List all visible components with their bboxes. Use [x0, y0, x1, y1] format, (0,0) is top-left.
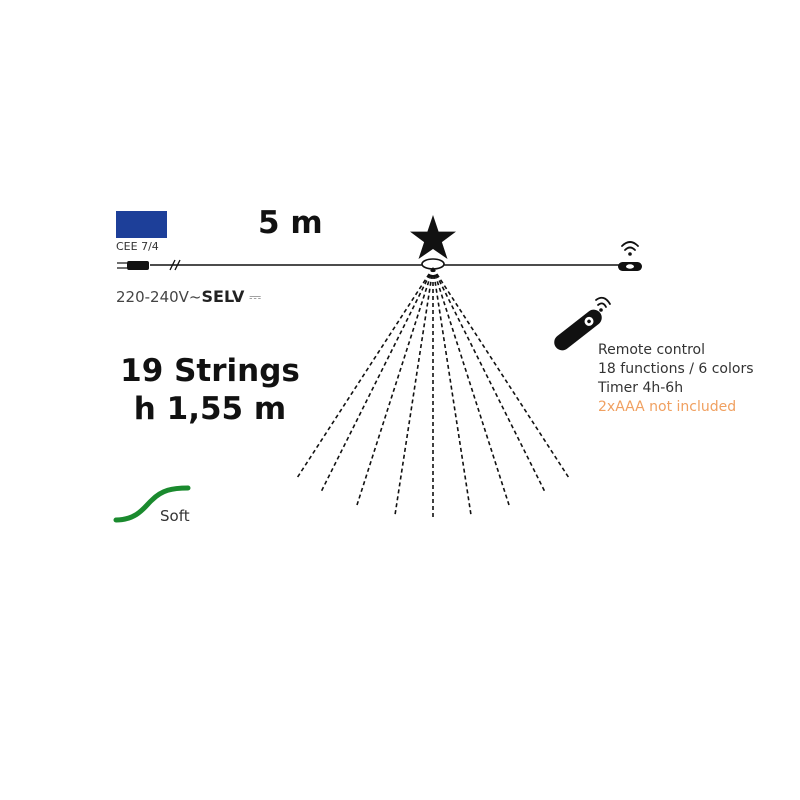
light-string-7 — [432, 267, 510, 506]
light-string-4 — [394, 267, 434, 516]
plug-icon — [117, 261, 149, 270]
remote-timer: Timer 4h-6h — [598, 380, 684, 396]
hub-icon — [421, 258, 445, 270]
voltage-value: 220-240V~ — [116, 288, 202, 306]
light-string-3 — [356, 267, 434, 506]
light-string-9 — [432, 267, 570, 479]
plug-type-label: CEE 7/4 — [116, 240, 159, 253]
remote-functions: 18 functions / 6 colors — [598, 361, 754, 377]
battery-note: 2xAAA not included — [598, 399, 737, 415]
cable-length-label: 5 m — [258, 205, 323, 241]
selv-label: SELV — [201, 287, 245, 306]
soft-wire-icon — [113, 485, 191, 523]
remote-title: Remote control — [598, 342, 705, 358]
strings-height-label: h 1,55 m — [133, 391, 287, 427]
remote-control-icon — [554, 296, 611, 351]
star-icon — [410, 215, 456, 259]
dc-symbol-icon: ⎓ — [249, 288, 262, 306]
light-strings — [296, 267, 570, 520]
light-string-1 — [296, 267, 434, 479]
remote-info: Remote control 18 functions / 6 colors T… — [598, 341, 754, 417]
receiver-icon — [618, 262, 642, 271]
wire-type-label: Soft — [160, 507, 190, 525]
light-string-6 — [432, 267, 472, 516]
signal-icon — [621, 241, 639, 256]
eu-flag-icon — [116, 211, 167, 238]
strings-count-label: 19 Strings — [120, 353, 300, 389]
voltage-label: 220-240V~SELV ⎓ — [116, 287, 261, 306]
cable-break-icon — [169, 259, 181, 271]
